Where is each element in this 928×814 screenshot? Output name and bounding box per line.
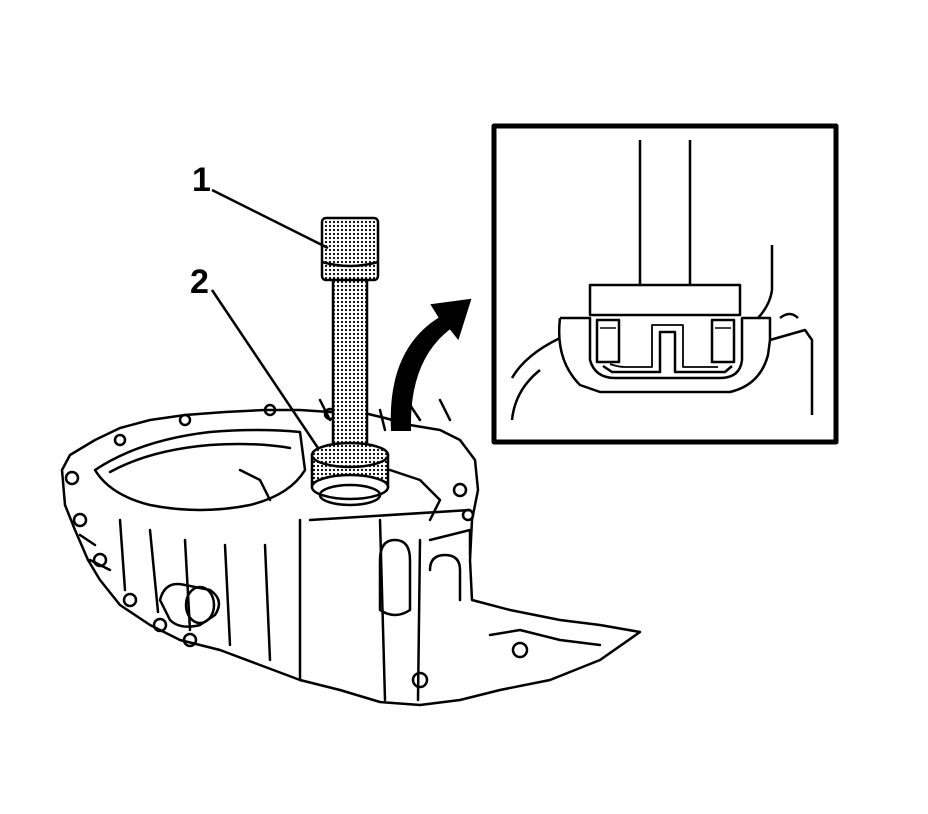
installer-tool-handle [320,216,380,457]
transaxle-housing [60,398,642,707]
callout-label-1: 1 [192,161,211,199]
callout-label-2: 2 [190,263,209,301]
detail-inset [491,123,839,445]
curved-arrow-icon [390,298,472,431]
leader-lines [210,188,329,449]
installer-tool-collar [310,441,390,507]
